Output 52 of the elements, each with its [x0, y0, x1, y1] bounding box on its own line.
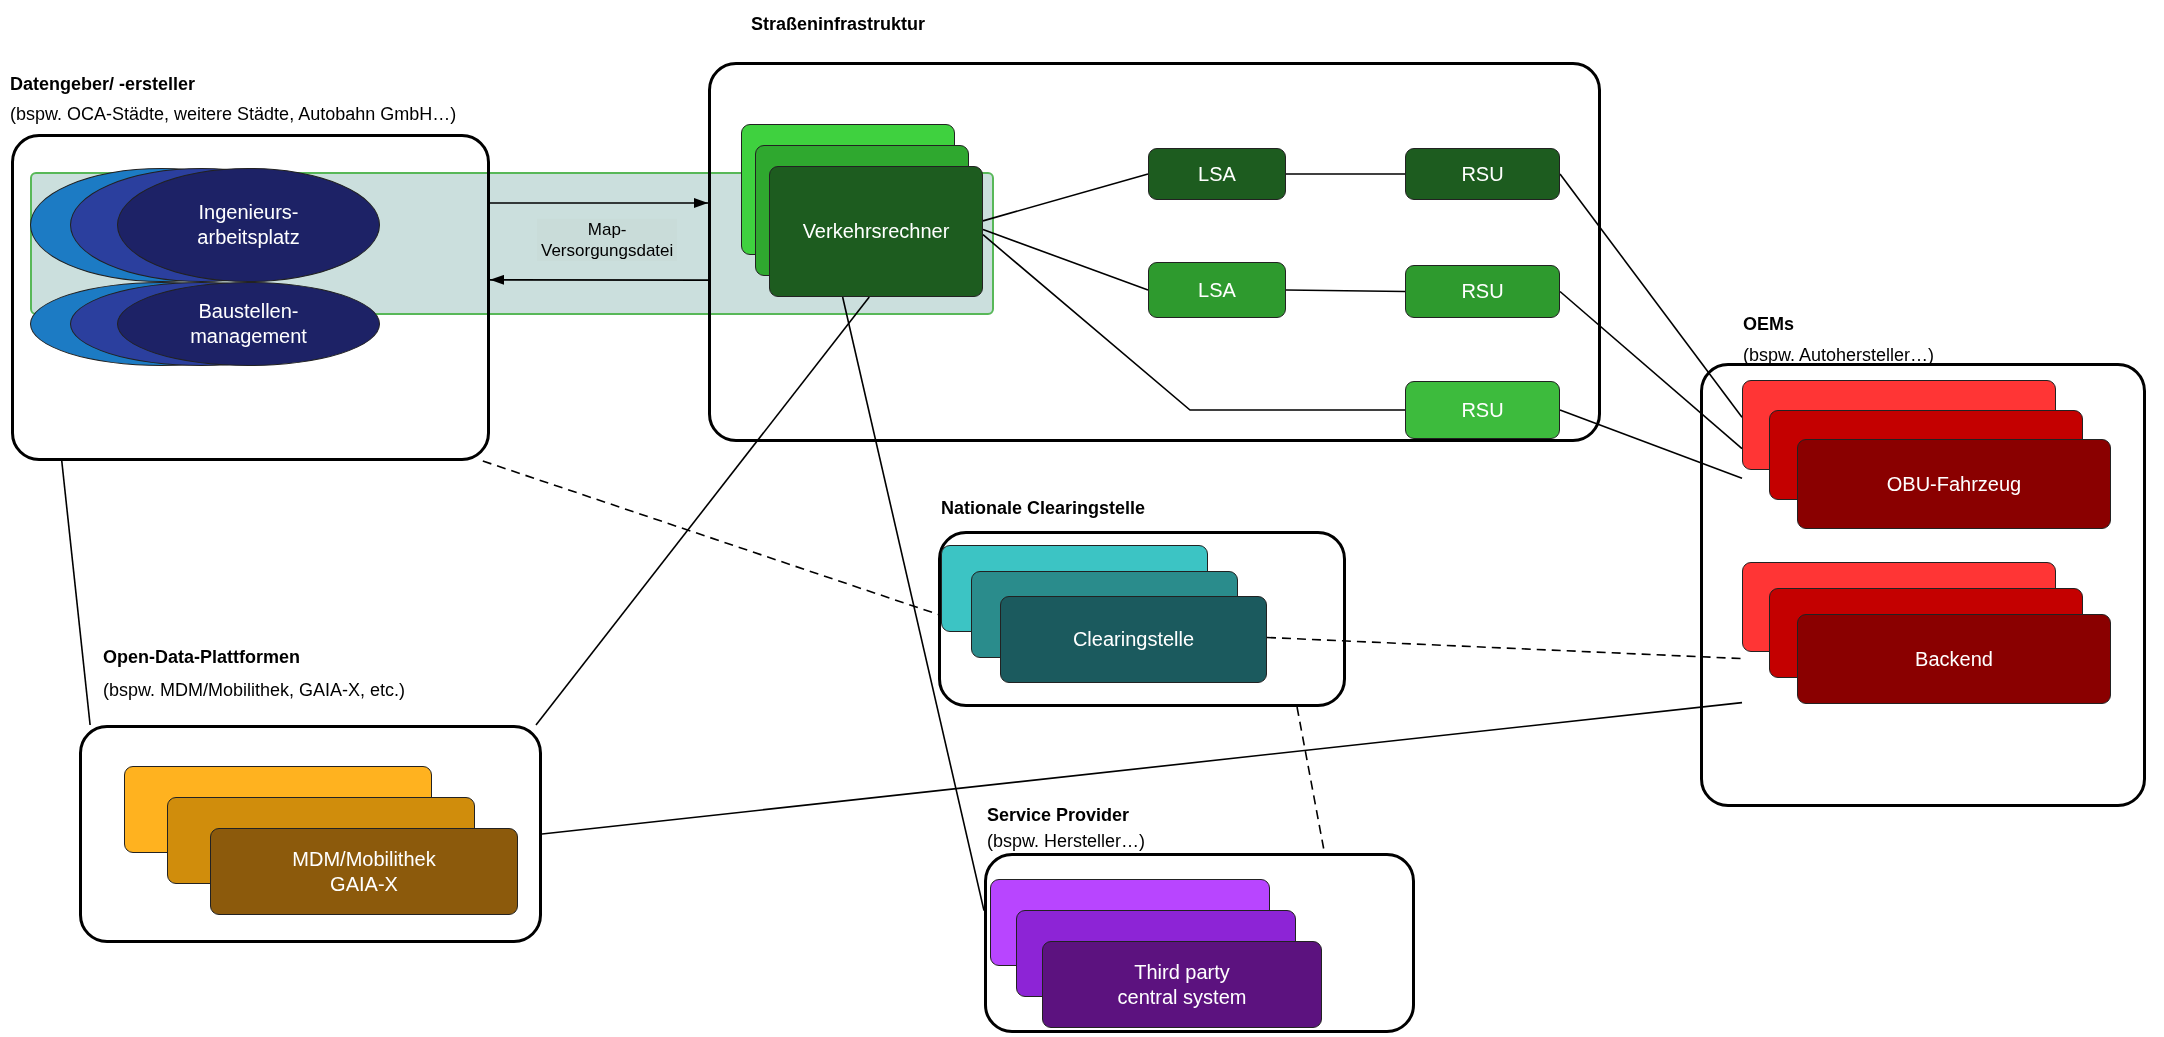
connector [982, 233, 1406, 411]
arrow [489, 274, 709, 285]
dashed-connector [1266, 636, 1743, 660]
group-subtitle: (bspw. MDM/Mobilithek, GAIA-X, etc.) [103, 680, 406, 700]
card-label: Baustellen- management [190, 300, 307, 347]
connector [1559, 409, 1743, 480]
connector [535, 296, 871, 726]
connector [1285, 173, 1406, 175]
edge-label: Map- Versorgungsdatei [537, 218, 678, 262]
card-stack [990, 879, 1322, 1028]
component-box [1405, 265, 1560, 318]
card-label: LSA [1198, 162, 1236, 185]
card-label: Backend [1915, 647, 1993, 670]
group-title: Datengeber/ -ersteller [10, 74, 196, 94]
card-label: Third party central system [1117, 960, 1247, 1008]
card-stack [124, 766, 518, 915]
group-title: OEMs [1743, 314, 1794, 334]
group-subtitle: (bspw. OCA-Städte, weitere Städte, Autobahn GmbH…) [10, 104, 457, 124]
card-label: MDM/Mobilithek GAIA-X [292, 847, 436, 895]
group-subtitle: (bspw. Hersteller…) [987, 831, 1146, 851]
group-title: Open-Data-Plattformen [103, 647, 300, 667]
card-stack [941, 545, 1267, 683]
component-box [1405, 381, 1560, 439]
group-title: Nationale Clearingstelle [941, 498, 1146, 518]
group-title: Straßeninfrastruktur [751, 14, 926, 34]
group-title: Service Provider [987, 805, 1130, 825]
connector [60, 460, 91, 726]
card-label: Verkehrsrechner [802, 220, 950, 242]
card-label: LSA [1198, 278, 1236, 301]
component-box [1405, 148, 1560, 200]
card-stack [1742, 380, 2111, 529]
card-stack [1742, 562, 2111, 704]
connector [1285, 289, 1406, 293]
connector [982, 173, 1149, 222]
card-label: OBU-Fahrzeug [1886, 472, 2022, 495]
card-label: Ingenieurs- arbeitsplatz [197, 201, 300, 248]
connector [841, 296, 985, 912]
component-box [1148, 148, 1286, 200]
connector [982, 228, 1149, 291]
connector [1559, 173, 1743, 419]
card-stack [741, 124, 983, 297]
arrow [489, 198, 709, 208]
connector [1559, 290, 1743, 450]
card-label: RSU [1461, 398, 1504, 421]
ellipse-stack [30, 282, 380, 366]
group-subtitle: (bspw. Autohersteller…) [1743, 345, 1935, 365]
card-label: RSU [1461, 162, 1504, 185]
connector [541, 701, 1743, 835]
card-label: RSU [1461, 280, 1504, 302]
component-box [1148, 262, 1286, 318]
card-label: Clearingstelle [1072, 628, 1195, 650]
ellipse-stack [30, 168, 380, 282]
